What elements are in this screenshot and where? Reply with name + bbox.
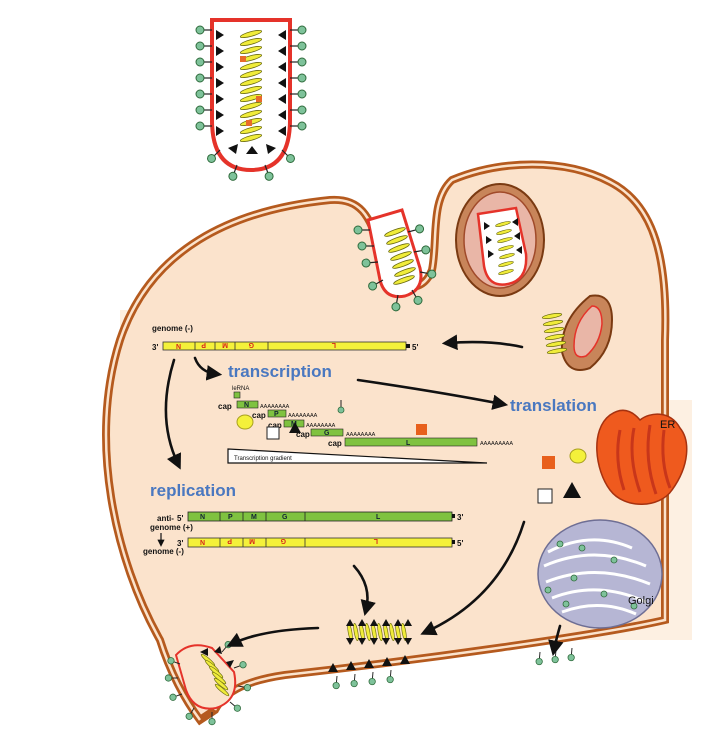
polya-p: AAAAAAAA — [288, 413, 318, 419]
transcription-products: transcription leRNA cap N AAAAAAAA cap P… — [218, 362, 513, 464]
virion-nucleocapsid-coil — [239, 28, 263, 144]
uncoating-vesicle — [541, 294, 614, 371]
five-prime-label: 5' — [412, 343, 418, 352]
protein-p-square — [266, 426, 280, 440]
cap-label-l: cap — [328, 439, 342, 448]
polya-n: AAAAAAAA — [260, 404, 290, 410]
protein-g-glyco — [337, 406, 345, 414]
bottom-gene-g: G — [280, 537, 286, 544]
genome-neg-label: genome (-) — [152, 324, 193, 333]
anti-gene-p: P — [228, 514, 233, 521]
anti-gene-m: M — [251, 514, 257, 521]
protein-m-triangle — [289, 422, 301, 433]
protein-l-square — [416, 424, 427, 435]
cap-label-g: cap — [296, 430, 310, 439]
process-arrows — [164, 334, 564, 657]
mrna-l: L — [406, 440, 411, 447]
golgi-apparatus: Golgi — [537, 519, 663, 629]
free-virion — [195, 18, 307, 183]
gene-p-neg: P — [201, 341, 206, 348]
bottom-gene-l: L — [373, 537, 378, 544]
transcription-gradient-wedge — [227, 448, 488, 464]
antigenome-three-prime: 3' — [457, 513, 463, 522]
membrane-m-proteins — [328, 655, 410, 672]
golgi-label: Golgi — [628, 595, 654, 607]
lerna-label: leRNA — [232, 386, 249, 392]
mrna-p: P — [274, 411, 279, 418]
mrna-n: N — [244, 402, 249, 409]
bottom-gene-p: P — [227, 537, 232, 544]
gene-g-neg: G — [248, 341, 254, 348]
antigenome-label-1: anti- — [157, 514, 174, 523]
translation-label: translation — [510, 396, 597, 415]
mrna-g: G — [324, 430, 330, 437]
assembly-nucleocapsid — [346, 619, 412, 645]
cap-label-m: cap — [268, 421, 282, 430]
antigenome-label-2: genome (+) — [150, 523, 193, 532]
er-label: ER — [660, 419, 675, 431]
bottom-gene-m: M — [249, 537, 255, 544]
genome-neg-bottom-label: genome (-) — [143, 547, 184, 556]
anti-gene-g: G — [282, 514, 288, 521]
replication-label: replication — [150, 481, 236, 500]
polya-g: AAAAAAAA — [346, 432, 376, 438]
anti-gene-n: N — [200, 514, 205, 521]
polya-l: AAAAAAAAA — [480, 441, 513, 447]
bottom-five-prime: 5' — [457, 539, 463, 548]
gene-n-neg: N — [176, 344, 181, 351]
bottom-three-prime: 3' — [177, 539, 183, 548]
bottom-gene-n: N — [200, 540, 205, 547]
antigenome-five-prime: 5' — [177, 514, 183, 523]
endoplasmic-reticulum: ER — [596, 409, 688, 505]
anti-gene-l: L — [376, 514, 381, 521]
translated-proteins — [537, 448, 587, 504]
cap-label-n: cap — [218, 402, 232, 411]
gene-l-neg: L — [331, 341, 336, 348]
antigenome-positive-strand: anti- genome (+) 5' N P M G L 3' — [150, 511, 463, 532]
transcription-gradient-label: Transcription gradient — [234, 456, 292, 462]
genome-negative-strand: genome (-) 3' N P M G L 5' — [152, 324, 418, 352]
three-prime-label: 3' — [152, 343, 158, 352]
protein-n-oval — [236, 414, 254, 430]
transcription-label: transcription — [228, 362, 332, 381]
genome-negative-strand-bottom: genome (-) 3' N P M G L 5' — [143, 537, 463, 556]
endosome — [455, 183, 545, 297]
budding-virion — [164, 639, 252, 726]
polya-m: AAAAAAAA — [306, 423, 336, 429]
cap-label-p: cap — [252, 411, 266, 420]
virion-endocytosis — [353, 208, 438, 313]
virion-matrix-triangles — [216, 30, 286, 154]
gene-m-neg: M — [222, 341, 228, 348]
